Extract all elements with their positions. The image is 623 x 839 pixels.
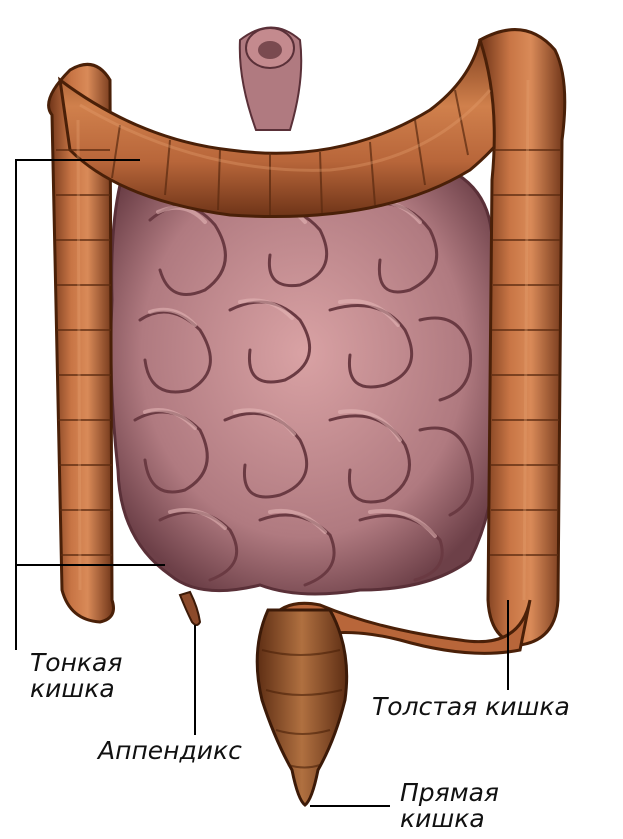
- appendix-label: Аппендикс: [98, 738, 242, 764]
- large-intestine-label-text: Толстая кишка: [372, 694, 570, 720]
- duodenum-stub: [240, 28, 301, 131]
- rectum-label-line1: Прямая: [400, 780, 499, 806]
- small-intestine-label-line2: кишка: [30, 676, 122, 702]
- appendix-label-text: Аппендикс: [98, 738, 242, 764]
- rectum: [257, 610, 346, 805]
- rectum-label-line2: кишка: [400, 806, 499, 832]
- appendix: [180, 592, 200, 625]
- small-intestine: [111, 156, 496, 594]
- small-intestine-label: Тонкая кишка: [30, 650, 122, 702]
- large-intestine-label: Толстая кишка: [372, 694, 570, 720]
- rectum-label: Прямая кишка: [400, 780, 499, 832]
- small-intestine-label-line1: Тонкая: [30, 650, 122, 676]
